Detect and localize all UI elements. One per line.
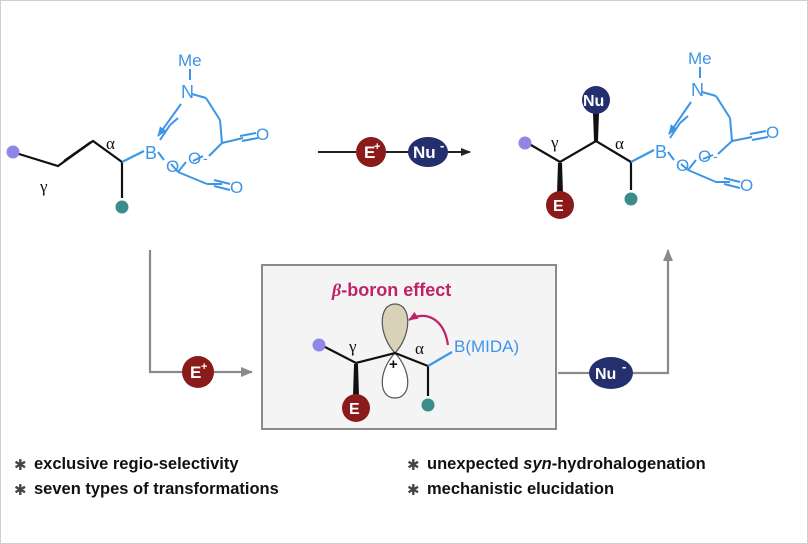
bullet-icon: ✱ bbox=[14, 482, 27, 499]
svg-text:E: E bbox=[364, 143, 375, 162]
alpha-label: α bbox=[106, 134, 115, 153]
oxygen-label: O bbox=[676, 156, 689, 175]
svg-text:+: + bbox=[201, 361, 207, 373]
svg-text:+: + bbox=[374, 141, 380, 153]
svg-text:Nu: Nu bbox=[595, 366, 616, 383]
svg-text:E: E bbox=[349, 401, 360, 418]
gamma-label: γ bbox=[550, 133, 559, 152]
bullet-regioselectivity: exclusive regio-selectivity bbox=[34, 455, 239, 473]
nucleophile-badge bbox=[408, 137, 448, 167]
oxygen-label: O bbox=[698, 147, 711, 166]
alpha-label: α bbox=[615, 134, 624, 153]
methyl-label: Me bbox=[178, 51, 202, 70]
negative-charge: - bbox=[203, 150, 208, 166]
feature-list: ✱ exclusive regio-selectivity ✱ seven ty… bbox=[14, 455, 706, 499]
p-orbital-lower-lobe bbox=[381, 352, 409, 399]
oxygen-label: O bbox=[256, 125, 269, 144]
substituent-dot-lavender bbox=[312, 338, 326, 352]
mechanism-pathway: E + Nu - bbox=[148, 249, 673, 389]
boron-label: B bbox=[145, 143, 157, 163]
substituent-dot-lavender bbox=[6, 145, 20, 159]
bmida-label: B(MIDA) bbox=[454, 337, 519, 356]
substituent-dot-teal bbox=[115, 200, 129, 214]
bullet-icon: ✱ bbox=[407, 457, 420, 474]
starting-material: Me N B O O - O O α γ bbox=[6, 51, 269, 214]
substituent-dot-teal bbox=[624, 192, 638, 206]
electrophile-badge bbox=[356, 137, 386, 167]
bullet-transformations: seven types of transformations bbox=[34, 480, 279, 498]
beta-boron-title: β-boron effect bbox=[331, 280, 451, 300]
electrophile-badge bbox=[182, 356, 214, 388]
nitrogen-label: N bbox=[691, 80, 704, 100]
boron-label: B bbox=[655, 142, 667, 162]
svg-text:-: - bbox=[440, 138, 444, 153]
beta-boron-intermediate-box: β-boron effect + E γ α B(MIDA) bbox=[261, 264, 557, 430]
svg-text:Nu: Nu bbox=[413, 143, 436, 162]
hyperconjugation-arrow bbox=[408, 311, 450, 346]
substituent-dot-lavender bbox=[518, 136, 532, 150]
reaction-arrow: E + Nu - bbox=[318, 137, 471, 167]
nucleophile-badge bbox=[582, 86, 610, 114]
nitrogen-label: N bbox=[181, 82, 194, 102]
gamma-label: γ bbox=[348, 337, 357, 356]
bullet-icon: ✱ bbox=[14, 457, 27, 474]
oxygen-label: O bbox=[740, 176, 753, 195]
svg-text:-: - bbox=[622, 359, 626, 374]
alpha-label: α bbox=[415, 339, 424, 358]
nucleophile-badge bbox=[589, 357, 633, 389]
gamma-label: γ bbox=[39, 177, 48, 196]
bullet-mechanistic-elucidation: mechanistic elucidation bbox=[427, 480, 614, 498]
svg-text:Nu: Nu bbox=[583, 93, 604, 110]
product: Nu E Me N B O O - bbox=[518, 49, 779, 219]
oxygen-label: O bbox=[230, 178, 243, 197]
negative-charge: - bbox=[713, 148, 718, 164]
svg-text:E: E bbox=[553, 198, 564, 215]
oxygen-label: O bbox=[166, 157, 179, 176]
svg-text:E: E bbox=[190, 363, 201, 382]
electrophile-badge bbox=[546, 191, 574, 219]
p-orbital-upper-lobe bbox=[381, 303, 409, 354]
methyl-label: Me bbox=[688, 49, 712, 68]
carbocation-charge: + bbox=[389, 356, 398, 373]
bullet-icon: ✱ bbox=[407, 482, 420, 499]
oxygen-label: O bbox=[188, 149, 201, 168]
substituent-dot-teal bbox=[421, 398, 435, 412]
electrophile-badge bbox=[342, 394, 370, 422]
oxygen-label: O bbox=[766, 123, 779, 142]
bullet-syn-hydrohalogenation: unexpected syn-hydrohalogenation bbox=[427, 455, 706, 473]
